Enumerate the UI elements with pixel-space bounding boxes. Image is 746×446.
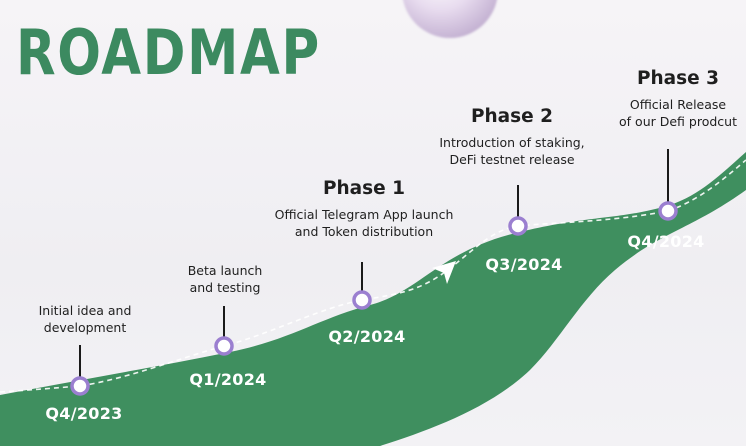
milestone-desc-q4-2023: Initial idea and development bbox=[39, 302, 132, 336]
milestone-desc-line: and testing bbox=[189, 280, 261, 295]
milestone-label-q4-2024: Phase 3 Official Release of our Defi pro… bbox=[619, 68, 737, 130]
milestone-node-q2-2024 bbox=[352, 290, 372, 310]
milestone-desc-q1-2024: Beta launch and testing bbox=[188, 262, 263, 296]
phase-title: Phase 1 bbox=[322, 178, 406, 199]
phase-title: Phase 3 bbox=[636, 68, 720, 89]
milestone-desc-line: Official Telegram App launch bbox=[274, 207, 454, 222]
milestone-node-q1-2024 bbox=[214, 336, 234, 356]
milestone-desc-line: Beta launch bbox=[187, 263, 263, 278]
milestone-desc-line: Introduction of staking, bbox=[439, 135, 585, 150]
page-title: ROADMAP bbox=[16, 16, 321, 89]
milestone-node-q3-2024 bbox=[508, 216, 528, 236]
milestone-node-q4-2023 bbox=[70, 376, 90, 396]
milestone-date-q4-2024: Q4/2024 bbox=[627, 232, 705, 251]
milestone-label-q3-2024: Phase 2 Introduction of staking, DeFi te… bbox=[439, 106, 584, 168]
milestone-node-q4-2024 bbox=[658, 201, 678, 221]
milestone-date-q3-2024: Q3/2024 bbox=[485, 255, 563, 274]
milestone-desc-line: and Token distribution bbox=[294, 224, 434, 239]
milestone-date-q2-2024: Q2/2024 bbox=[328, 327, 406, 346]
road-band bbox=[0, 152, 746, 446]
milestone-label-q2-2024: Phase 1 Official Telegram App launch and… bbox=[275, 178, 454, 240]
milestone-desc-line: development bbox=[43, 320, 127, 335]
milestone-date-q1-2024: Q1/2024 bbox=[189, 370, 267, 389]
milestone-date-q4-2023: Q4/2023 bbox=[45, 404, 123, 423]
road-track bbox=[0, 159, 746, 393]
milestone-desc-line: Initial idea and bbox=[38, 303, 132, 318]
milestone-desc-line: Official Release bbox=[629, 97, 727, 112]
milestone-desc-line: DeFi testnet release bbox=[449, 152, 575, 167]
phase-title: Phase 2 bbox=[470, 106, 554, 127]
milestone-desc-line: of our Defi prodcut bbox=[619, 114, 737, 129]
track-arrow-icon bbox=[432, 261, 456, 284]
